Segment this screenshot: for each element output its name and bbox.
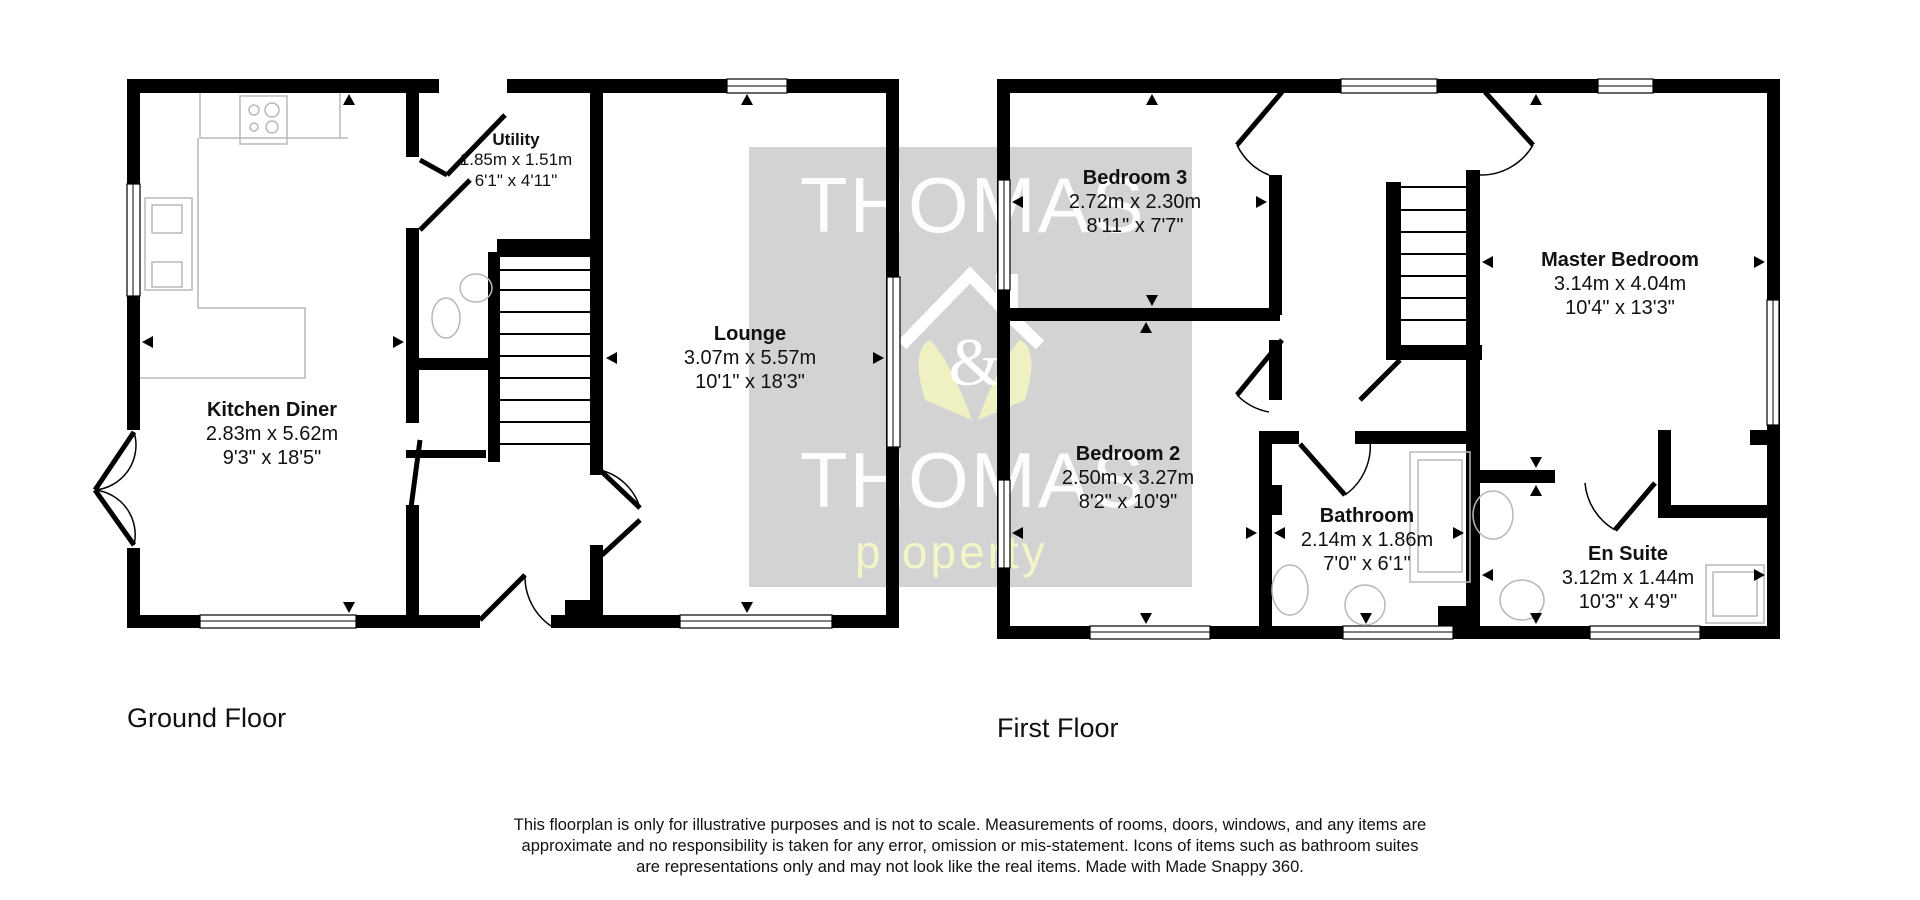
room-metric-size: 3.07m x 5.57m xyxy=(683,347,817,369)
watermark-line2: THOMAS xyxy=(800,436,1146,524)
room-imperial-size: 8'11" x 7'7" xyxy=(1086,215,1184,237)
room-name: Bedroom 2 xyxy=(1075,443,1181,465)
room-metric-size: 2.50m x 3.27m xyxy=(1061,467,1195,489)
room-metric-size: 2.83m x 5.62m xyxy=(205,423,339,445)
room-name: En Suite xyxy=(1587,543,1669,565)
first-floor-label: First Floor xyxy=(997,713,1119,743)
room-metric-size: 2.72m x 2.30m xyxy=(1068,191,1202,213)
ground-floor-label: Ground Floor xyxy=(127,703,287,733)
svg-text:&: & xyxy=(949,324,1002,400)
room-imperial-size: 9'3" x 18'5" xyxy=(222,447,322,469)
room-label-en-suite: En Suite 3.12m x 1.44m 10'3" x 4'9" xyxy=(1562,542,1694,614)
room-label-bathroom: Bathroom 2.14m x 1.86m 7'0" x 6'1" xyxy=(1301,504,1433,576)
room-name: Lounge xyxy=(713,323,787,345)
room-imperial-size: 7'0" x 6'1" xyxy=(1323,553,1411,575)
room-name: Master Bedroom xyxy=(1541,249,1699,271)
room-label-lounge: Lounge 3.07m x 5.57m 10'1" x 18'3" xyxy=(684,322,816,394)
room-imperial-size: 10'3" x 4'9" xyxy=(1578,591,1678,613)
room-imperial-size: 10'4" x 13'3" xyxy=(1565,297,1675,319)
room-label-master-bedroom: Master Bedroom 3.14m x 4.04m 10'4" x 13'… xyxy=(1541,248,1699,320)
room-name: Bathroom xyxy=(1319,505,1415,527)
room-name: Kitchen Diner xyxy=(206,399,338,421)
room-imperial-size: 6'1" x 4'11" xyxy=(474,170,558,190)
room-name: Utility xyxy=(492,130,540,149)
room-label-kitchen-diner: Kitchen Diner 2.83m x 5.62m 9'3" x 18'5" xyxy=(206,398,338,470)
room-label-utility: Utility 1.85m x 1.51m 6'1" x 4'11" xyxy=(460,130,572,191)
room-label-bedroom-3: Bedroom 3 2.72m x 2.30m 8'11" x 7'7" xyxy=(1069,166,1201,238)
room-metric-size: 1.85m x 1.51m xyxy=(459,150,573,170)
room-metric-size: 3.12m x 1.44m xyxy=(1561,567,1695,589)
room-imperial-size: 10'1" x 18'3" xyxy=(695,371,805,393)
room-metric-size: 2.14m x 1.86m xyxy=(1300,529,1434,551)
room-name: Bedroom 3 xyxy=(1082,167,1188,189)
room-metric-size: 3.14m x 4.04m xyxy=(1553,273,1687,295)
watermark-line1: THOMAS xyxy=(800,161,1146,249)
room-label-bedroom-2: Bedroom 2 2.50m x 3.27m 8'2" x 10'9" xyxy=(1062,442,1194,514)
disclaimer-line-2: approximate and no responsibility is tak… xyxy=(521,837,1419,855)
room-imperial-size: 8'2" x 10'9" xyxy=(1078,491,1178,513)
disclaimer-line-3: are representations only and may not loo… xyxy=(636,858,1304,876)
disclaimer-line-1: This floorplan is only for illustrative … xyxy=(513,816,1427,834)
disclaimer-text: This floorplan is only for illustrative … xyxy=(460,815,1480,878)
